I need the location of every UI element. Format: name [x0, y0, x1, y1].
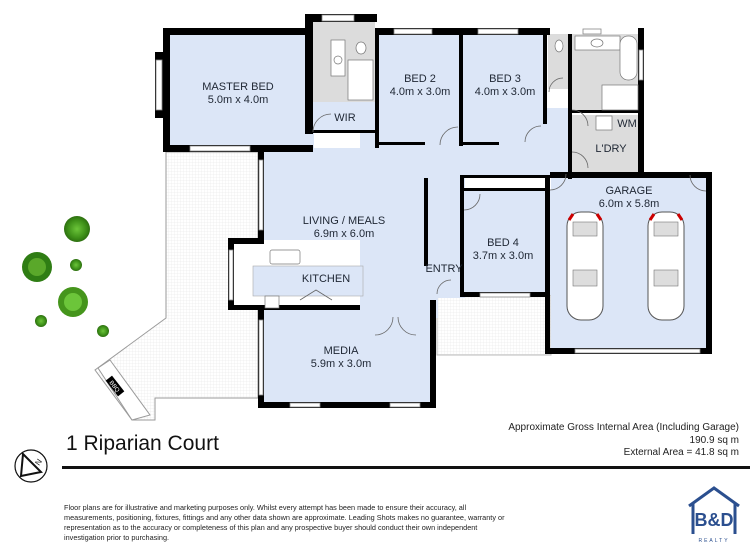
logo-mark: B&D — [695, 510, 734, 530]
tree-icon — [70, 259, 82, 271]
gross-area-value: 190.9 sq m — [689, 434, 739, 446]
sink-icon — [590, 38, 604, 48]
north-compass-icon: N — [14, 449, 48, 483]
gross-area-label: Approximate Gross Internal Area (Includi… — [508, 422, 739, 433]
shower-icon — [347, 59, 374, 101]
room-name-kitchen: KITCHEN — [302, 273, 350, 285]
tree-icon — [64, 216, 90, 242]
entry-room — [425, 170, 465, 298]
laundry-tub-icon — [595, 115, 613, 131]
room-fills — [168, 22, 711, 407]
room-size-media: 5.9m x 3.0m — [311, 358, 372, 370]
bd-realty-logo: B&D REALTY — [684, 480, 744, 545]
room-size-bed-4: 3.7m x 3.0m — [473, 250, 534, 262]
room-name-entry: ENTRY — [425, 263, 463, 275]
room-name-bed-2: BED 2 — [404, 73, 436, 85]
toilet-icon — [355, 41, 367, 55]
sink-icon — [333, 55, 343, 65]
windows — [155, 14, 701, 408]
room-name-living-meals: LIVING / MEALS — [303, 215, 386, 227]
logo-sub: REALTY — [698, 538, 729, 544]
room-labels: MASTER BED 5.0m x 4.0m WIR BED 2 4.0m x … — [202, 73, 659, 370]
room-size-living-meals: 6.9m x 6.0m — [314, 228, 375, 240]
room-name-garage: GARAGE — [605, 185, 652, 197]
deck-area — [94, 151, 552, 421]
tree-icon — [35, 315, 47, 327]
external-area: External Area = 41.8 sq m — [623, 447, 739, 458]
car-icon — [647, 211, 685, 321]
car-icon — [566, 211, 604, 321]
property-address: 1 Riparian Court — [66, 432, 219, 455]
compass-north-label: N — [33, 457, 44, 467]
room-name-master-bed: MASTER BED — [202, 81, 274, 93]
room-name-media: MEDIA — [324, 345, 360, 357]
doors — [299, 77, 707, 336]
kitchen-island — [252, 265, 364, 297]
room-size-bed-3: 4.0m x 3.0m — [475, 86, 536, 98]
trees — [22, 216, 109, 337]
area-summary: Approximate Gross Internal Area (Includi… — [508, 422, 739, 460]
tree-icon — [64, 293, 82, 311]
room-name-laundry: L'DRY — [595, 143, 627, 155]
room-name-wm: WM — [617, 118, 637, 130]
room-size-master-bed: 5.0m x 4.0m — [208, 94, 269, 106]
kitchen-sink-icon — [269, 249, 301, 265]
room-name-wir: WIR — [334, 112, 355, 124]
room-name-bed-3: BED 3 — [489, 73, 521, 85]
cooktop-icon — [264, 295, 280, 309]
master-bed-room — [168, 34, 314, 148]
tree-icon — [28, 258, 46, 276]
house-icon: B&D REALTY — [688, 486, 740, 544]
divider-rule — [62, 466, 750, 469]
room-size-garage: 6.0m x 5.8m — [599, 198, 660, 210]
shower-icon — [601, 84, 639, 111]
bathtub-icon — [619, 35, 638, 81]
media-room — [262, 315, 430, 407]
room-name-bed-4: BED 4 — [487, 237, 519, 249]
disclaimer-text: Floor plans are for illustrative and mar… — [64, 503, 505, 542]
toilet-icon — [554, 39, 564, 53]
fixtures — [264, 35, 639, 309]
bed-4-room — [465, 190, 551, 295]
tree-icon — [97, 325, 109, 337]
room-size-bed-2: 4.0m x 3.0m — [390, 86, 451, 98]
